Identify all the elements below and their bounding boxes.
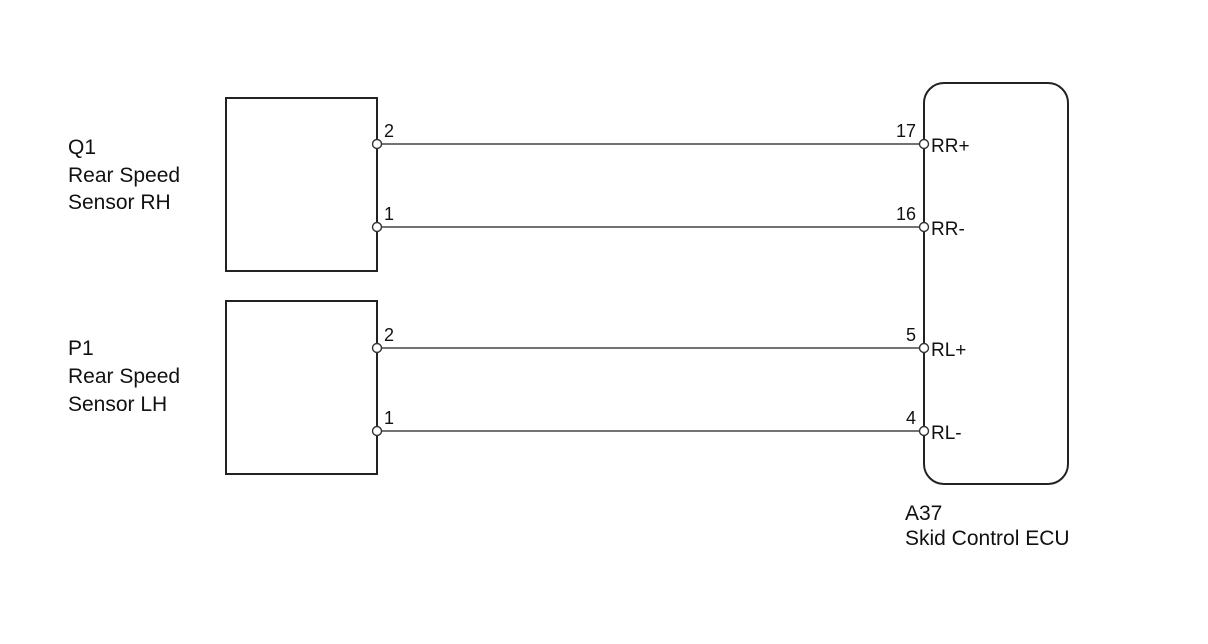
ecu-pin-16-label: 16	[896, 204, 916, 224]
sensor-rh-name-line1: Rear Speed	[68, 164, 180, 187]
sensor-rh-pin-1-terminal	[371, 221, 383, 233]
sensor-lh-pin-2-label: 2	[384, 325, 394, 345]
sensor-lh-pin-1-terminal	[371, 425, 383, 437]
sensor-rh-pin-1-label: 1	[384, 204, 394, 224]
sensor-lh-pin-1-label: 1	[384, 408, 394, 428]
ecu-signal-rl-plus: RL+	[931, 340, 966, 361]
sensor-rh-pin-2-terminal	[371, 138, 383, 150]
ecu-pin-5-label: 5	[906, 325, 916, 345]
ecu-pin-17-terminal	[918, 138, 930, 150]
ecu-name: Skid Control ECU	[905, 527, 1070, 550]
sensor-lh-name-line1: Rear Speed	[68, 365, 180, 388]
ecu-pin-17-label: 17	[896, 121, 916, 141]
sensor-rh-name-line2: Sensor RH	[68, 191, 171, 214]
ecu-pin-5-terminal	[918, 342, 930, 354]
sensor-lh-code: P1	[68, 337, 94, 360]
sensor-lh-box	[225, 300, 378, 475]
ecu-signal-rr-plus: RR+	[931, 136, 970, 157]
ecu-signal-rr-minus: RR-	[931, 219, 965, 240]
sensor-rh-code: Q1	[68, 136, 96, 159]
ecu-box	[923, 82, 1069, 485]
ecu-signal-rl-minus: RL-	[931, 423, 962, 444]
sensor-lh-name-line2: Sensor LH	[68, 393, 167, 416]
ecu-pin-4-terminal	[918, 425, 930, 437]
ecu-code: A37	[905, 502, 942, 525]
sensor-lh-pin-2-terminal	[371, 342, 383, 354]
ecu-pin-16-terminal	[918, 221, 930, 233]
ecu-pin-4-label: 4	[906, 408, 916, 428]
sensor-rh-pin-2-label: 2	[384, 121, 394, 141]
sensor-rh-box	[225, 97, 378, 272]
